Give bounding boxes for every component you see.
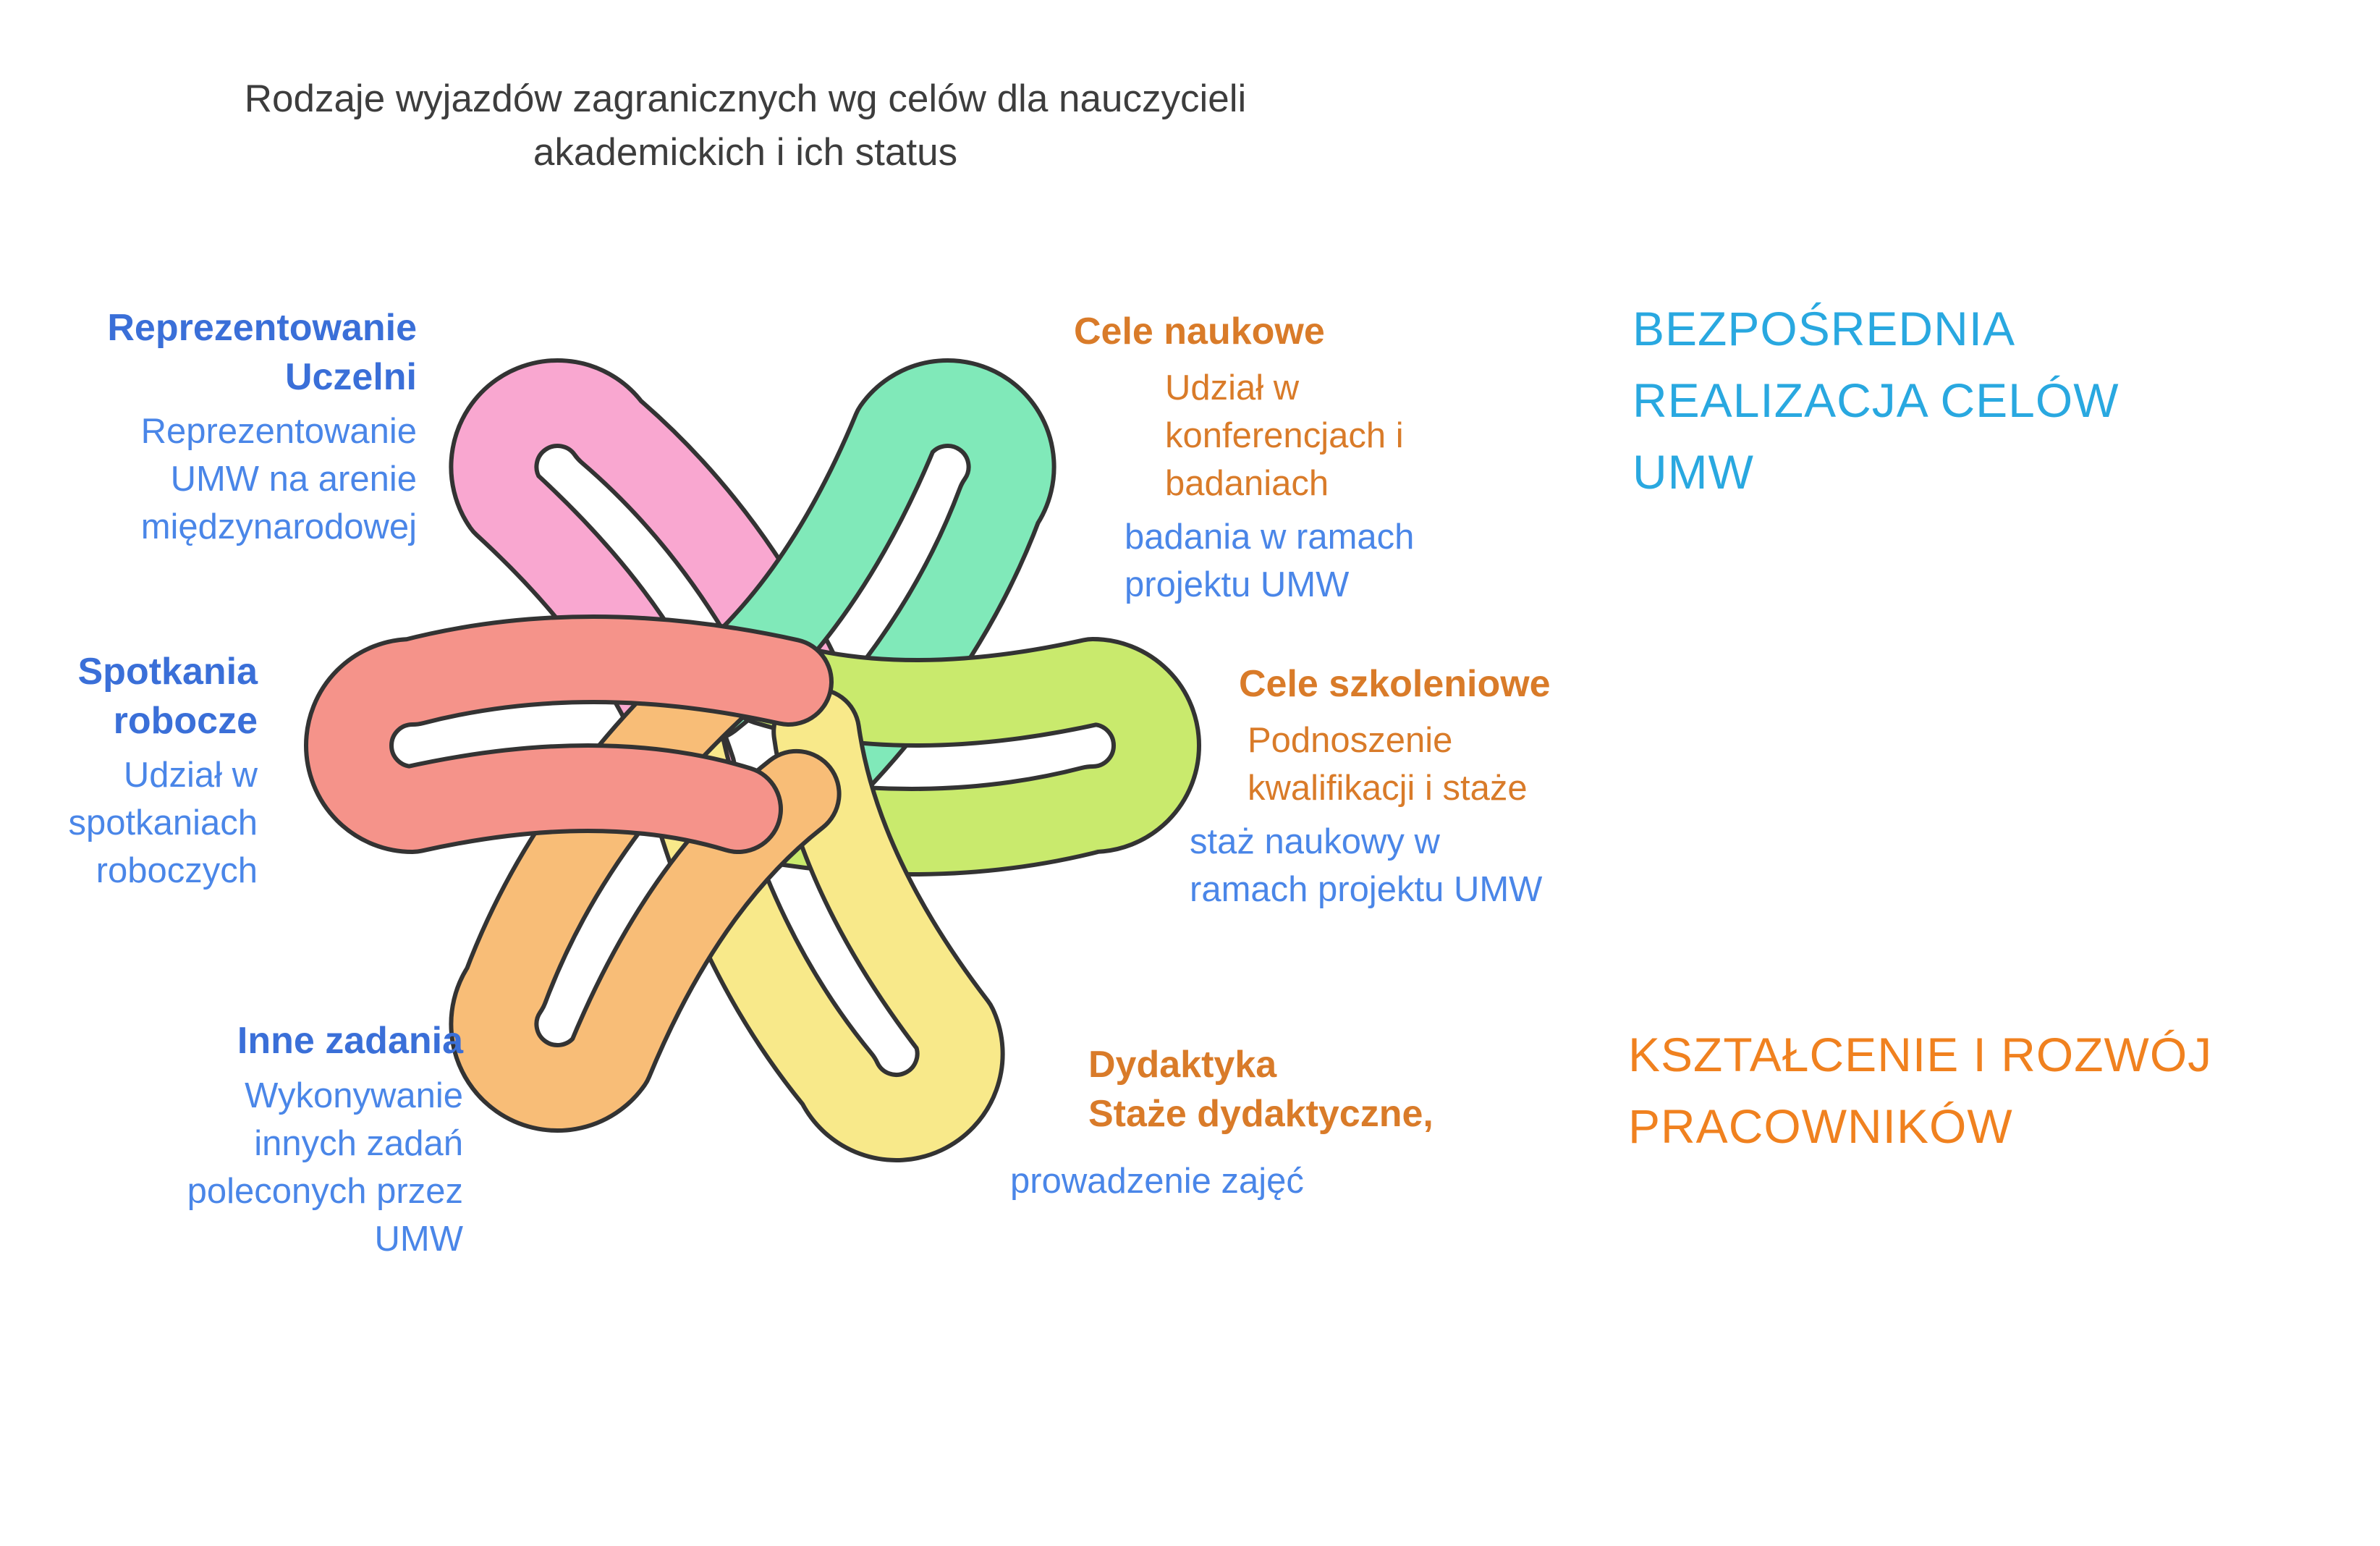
petal-lime xyxy=(672,637,1201,877)
node-description: Udział w spotkaniach roboczych xyxy=(68,756,258,891)
petal-mint xyxy=(664,358,1056,857)
knot-svg xyxy=(304,358,1201,1162)
petal-yellow-fill xyxy=(639,690,1001,1158)
category-label-bezposrednia-realizacja: BEZPOŚREDNIA REALIZACJA CELÓW UMW xyxy=(1632,302,2119,499)
petal-pink-fill xyxy=(453,363,866,811)
node-description-blue: staż naukowy w ramach projektu UMW xyxy=(1190,821,1543,910)
node-heading: Cele naukowe xyxy=(1074,311,1325,352)
petal-yellow xyxy=(635,686,1005,1162)
node-dydaktyka: Dydaktyka Staże dydaktyczne, prowadzenie… xyxy=(1010,1041,1433,1205)
node-heading: Inne zadania xyxy=(237,1020,463,1062)
category-label-ksztalcenie-rozwoj: KSZTAŁCENIE I ROZWÓJ PRACOWNIKÓW xyxy=(1628,1028,2213,1153)
node-description: Reprezentowanie UMW na arenie międzynaro… xyxy=(140,412,417,547)
petal-salmon xyxy=(304,614,834,854)
node-description: Wykonywanie innych zadań poleconych prze… xyxy=(187,1076,463,1259)
node-heading: Reprezentowanie Uczelni xyxy=(107,307,417,398)
petal-lime-fill xyxy=(676,641,1197,872)
node-heading: Dydaktyka Staże dydaktyczne, xyxy=(1088,1044,1433,1135)
node-reprezentowanie-uczelni: Reprezentowanie Uczelni Reprezentowanie … xyxy=(43,304,417,552)
petal-orange-fill xyxy=(453,638,837,1128)
node-inne-zadania: Inne zadania Wykonywanie innych zadań po… xyxy=(87,1017,463,1263)
node-heading: Cele szkoleniowe xyxy=(1239,663,1551,705)
petal-salmon-fill xyxy=(308,619,829,850)
node-heading: Spotkania robocze xyxy=(77,651,258,742)
knot-diagram xyxy=(282,275,1223,1216)
node-description-orange: Udział w konferencjach i badaniach xyxy=(1165,368,1404,503)
node-cele-naukowe: Cele naukowe Udział w konferencjach i ba… xyxy=(1074,308,1414,609)
petal-orange xyxy=(449,634,842,1133)
petal-mint-fill xyxy=(668,363,1052,853)
node-description-blue: prowadzenie zajęć xyxy=(1010,1162,1304,1201)
node-spotkania-robocze: Spotkania robocze Udział w spotkaniach r… xyxy=(22,648,258,895)
diagram-title: Rodzaje wyjazdów zagranicznych wg celów … xyxy=(244,77,1247,174)
petal-pink xyxy=(449,358,871,816)
node-description-orange: Podnoszenie kwalifikacji i staże xyxy=(1248,720,1528,808)
node-description-blue: badania w ramach projektu UMW xyxy=(1125,518,1415,605)
node-cele-szkoleniowe: Cele szkoleniowe Podnoszenie kwalifikacj… xyxy=(1190,660,1551,913)
